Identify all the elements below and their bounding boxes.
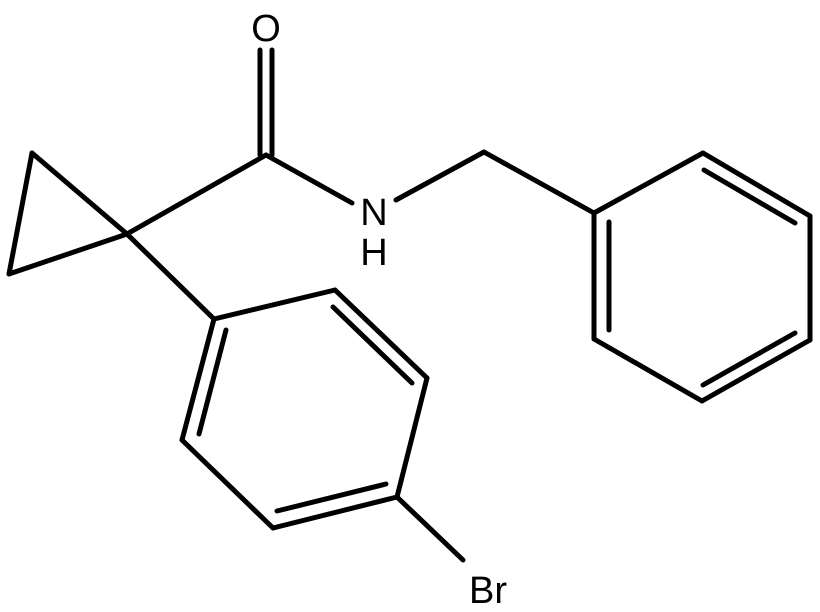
bond-bromophenyl-inner-3	[196, 327, 229, 437]
bond-c1-carbonyl	[124, 152, 269, 237]
bond-bromophenyl-inner-1	[330, 304, 415, 386]
atom-label-nitrogen: N	[360, 192, 387, 234]
bond-bromophenyl-inner-2	[274, 481, 389, 514]
bond-bromophenyl-4	[270, 494, 400, 531]
atom-label-hydrogen: H	[360, 232, 387, 274]
bond-bromophenyl-3	[394, 375, 430, 500]
bond-phenyl-4	[699, 337, 813, 404]
atom-label-bromine: Br	[469, 570, 507, 612]
bond-carbonyl-n	[263, 152, 355, 206]
bond-bromophenyl-5	[179, 437, 276, 531]
bond-phenyl-inner-2	[700, 330, 798, 388]
bond-cyclopropyl-b	[6, 150, 35, 277]
bond-n-ch2	[393, 149, 487, 203]
bond-phenyl-5	[591, 336, 705, 404]
atom-label-oxygen: O	[251, 8, 281, 50]
bond-c-br	[394, 494, 466, 563]
bond-phenyl-inner-1	[701, 167, 798, 226]
bond-bromophenyl-2	[332, 287, 430, 381]
bond-c1-bromophenyl	[124, 231, 217, 322]
bond-cyclopropyl-c	[6, 231, 130, 277]
bond-bromophenyl-1	[211, 287, 338, 322]
bond-bromophenyl-6	[179, 316, 217, 443]
bond-phenyl-1	[591, 150, 706, 216]
bond-phenyl-2	[700, 150, 813, 219]
bond-ch2-phenyl	[481, 149, 597, 216]
bond-cyclopropyl-a	[29, 150, 130, 237]
